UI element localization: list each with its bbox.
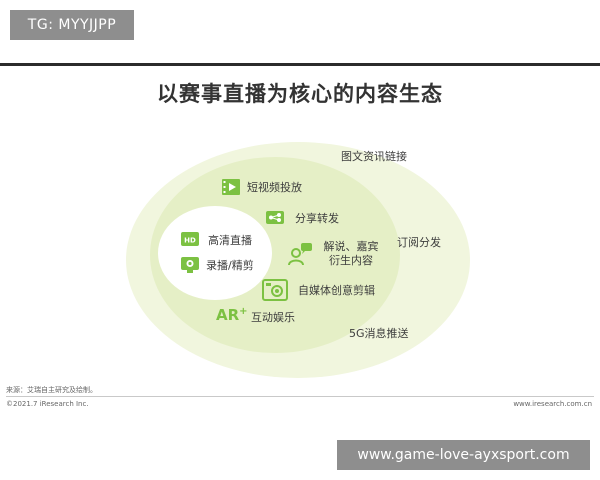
source-note: 来源：艾瑞自主研究及绘制。	[6, 386, 97, 394]
svg-text:HD: HD	[184, 237, 196, 245]
commentary-label: 解说、嘉宾 衍生内容	[321, 240, 381, 268]
record-icon	[181, 257, 199, 273]
commentary-line-2: 衍生内容	[329, 254, 373, 267]
bottom-watermark: www.game-love-ayxsport.com	[337, 440, 590, 470]
middle-ring	[150, 157, 400, 353]
commentator-icon	[288, 243, 312, 266]
short-video-label: 短视频投放	[247, 181, 302, 194]
video-icon	[222, 179, 240, 195]
footer-url: www.iresearch.com.cn	[513, 400, 592, 408]
replay-edit-label: 录播/精剪	[206, 259, 254, 272]
interactive-entertainment-label: 互动娱乐	[251, 311, 295, 324]
ar-logo-text: AR	[216, 306, 240, 324]
hd-icon: HD	[181, 232, 199, 246]
news-links-label: 图文资讯链接	[341, 150, 407, 163]
ar-icon: AR+	[216, 306, 248, 324]
top-watermark: TG: MYYJJPP	[10, 10, 134, 40]
slide-title: 以赛事直播为核心的内容生态	[157, 82, 443, 106]
footer-divider	[6, 396, 594, 397]
share-icon	[266, 211, 284, 224]
subscription-label: 订阅分发	[397, 236, 441, 249]
5g-push-label: 5G消息推送	[349, 327, 409, 340]
share-forward-label: 分享转发	[295, 212, 339, 225]
live-hd-label: 高清直播	[208, 234, 252, 247]
inner-ring	[158, 206, 272, 300]
creator-edit-label: 自媒体创意剪辑	[298, 284, 375, 297]
commentary-line-1: 解说、嘉宾	[323, 240, 379, 253]
copyright: ©2021.7 iResearch Inc.	[6, 400, 89, 408]
camera-icon	[262, 279, 288, 301]
